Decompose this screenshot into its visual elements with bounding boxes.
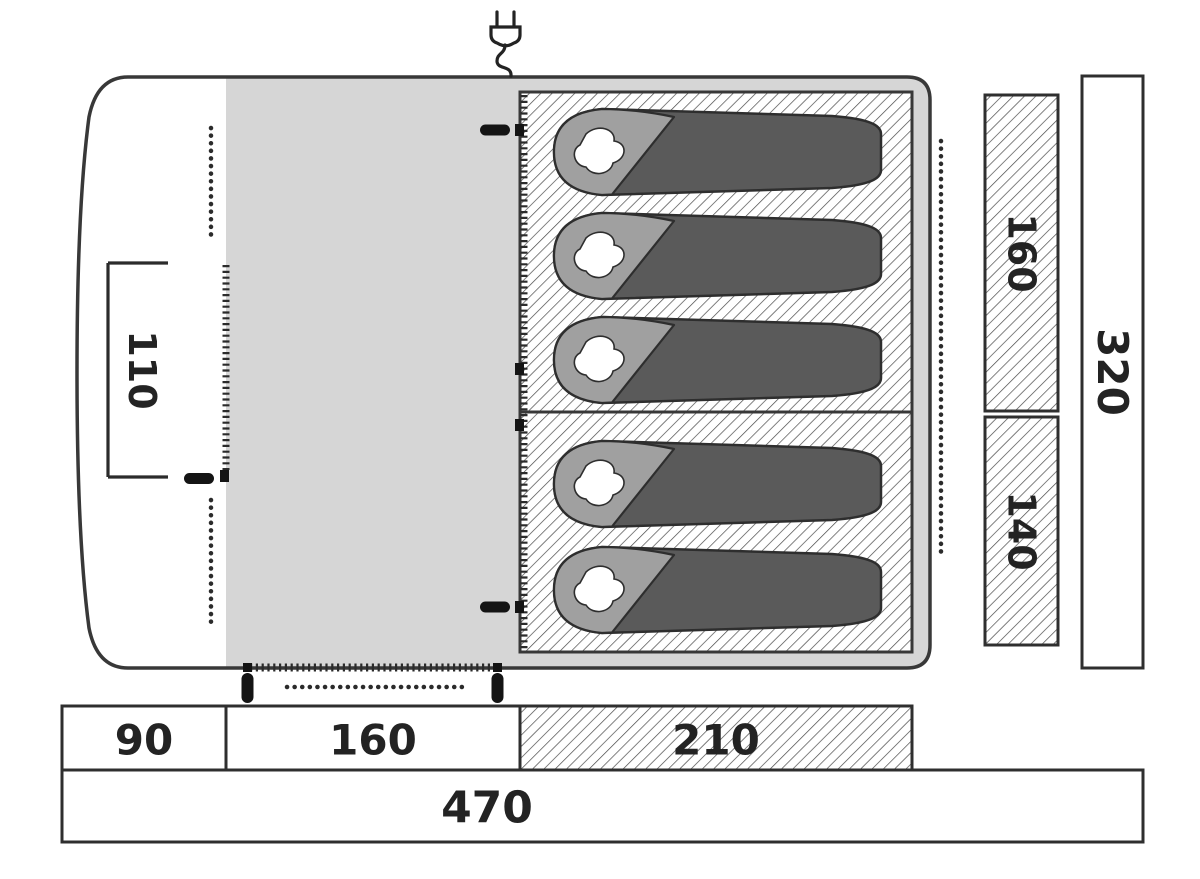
porch-length-label: 90 [115,716,173,765]
sleeping-bag [552,107,883,197]
zipper-stop [243,663,252,672]
bedroom-length-label: 210 [672,716,760,765]
sleeping-bag [552,439,883,529]
zipper-pull-icon [480,601,510,613]
sleeping-bag-logo [573,335,625,383]
zipper-stop [515,124,524,136]
bedroom-top-width-label: 160 [1000,213,1044,292]
zipper-pull-icon [491,673,504,703]
zipper-stop [515,419,524,431]
power-plug-icon [489,10,522,78]
zipper-pull-icon [220,470,229,482]
total-width-box [1080,74,1145,670]
total-length-box [60,768,1145,844]
zipper-pull-icon [480,124,510,136]
zipper-pull-icon [241,673,254,703]
sleeping-bag-logo [573,231,625,279]
sleeping-bag [552,315,883,405]
bedroom-bottom-width-box [983,415,1060,647]
zipper-stop [515,363,524,375]
zipper-stop [515,601,524,613]
bedroom-bottom-width-label: 140 [1000,491,1044,570]
zipper-pull-icon [184,473,214,484]
door-width-bracket [106,261,168,479]
bedroom-top-width-box [983,93,1060,413]
sleeping-bag-logo [573,565,625,613]
zipper-stop [493,663,502,672]
sleeping-bag [552,545,883,635]
sleeping-bag-logo [573,459,625,507]
total-width-label: 320 [1088,328,1137,416]
bedroom-length-box [518,704,914,772]
living-length-box [224,704,522,772]
sleeping-bags [552,107,883,635]
door-width-label: 110 [120,330,164,409]
living-length-label: 160 [329,716,417,765]
total-length-label: 470 [441,783,533,834]
sleeping-bag-logo [573,127,625,175]
tent-outline [75,75,932,670]
sleeping-bag [552,211,883,301]
